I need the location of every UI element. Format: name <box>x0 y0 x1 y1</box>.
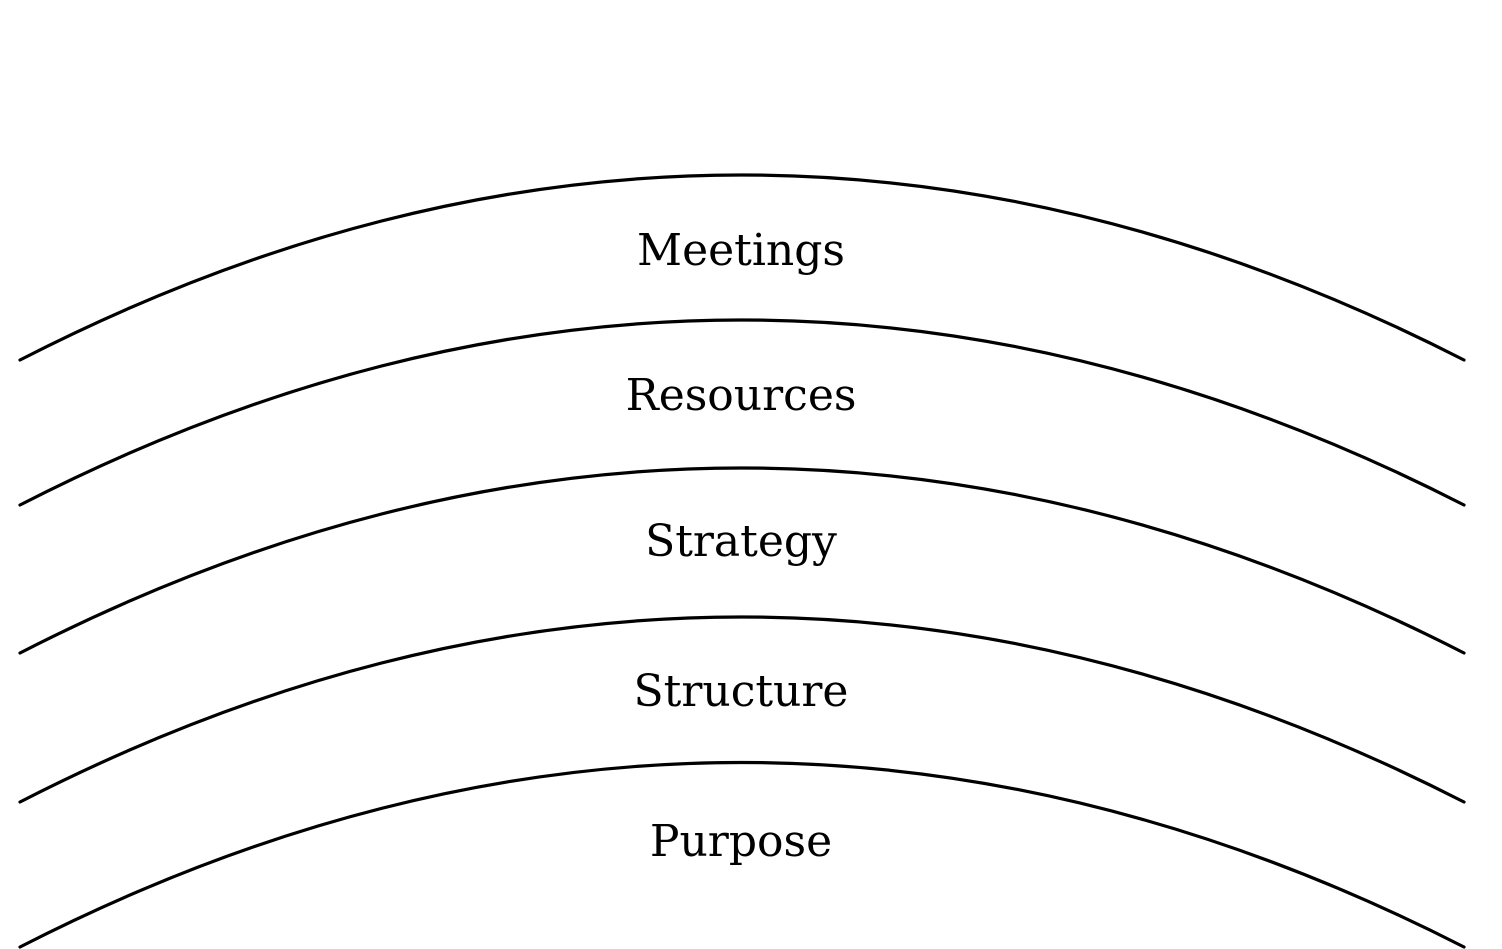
layer-label-strategy: Strategy <box>645 516 837 567</box>
layer-label-purpose: Purpose <box>650 816 832 867</box>
arc-boundary-3 <box>18 466 1466 655</box>
arc-boundary-4 <box>18 615 1466 804</box>
layer-label-resources: Resources <box>626 370 857 421</box>
layer-label-meetings: Meetings <box>637 225 845 276</box>
layer-label-structure: Structure <box>634 666 849 717</box>
arc-boundary-2 <box>18 318 1466 507</box>
arc-boundary-1 <box>18 173 1466 362</box>
arc-boundary-5 <box>18 760 1466 949</box>
